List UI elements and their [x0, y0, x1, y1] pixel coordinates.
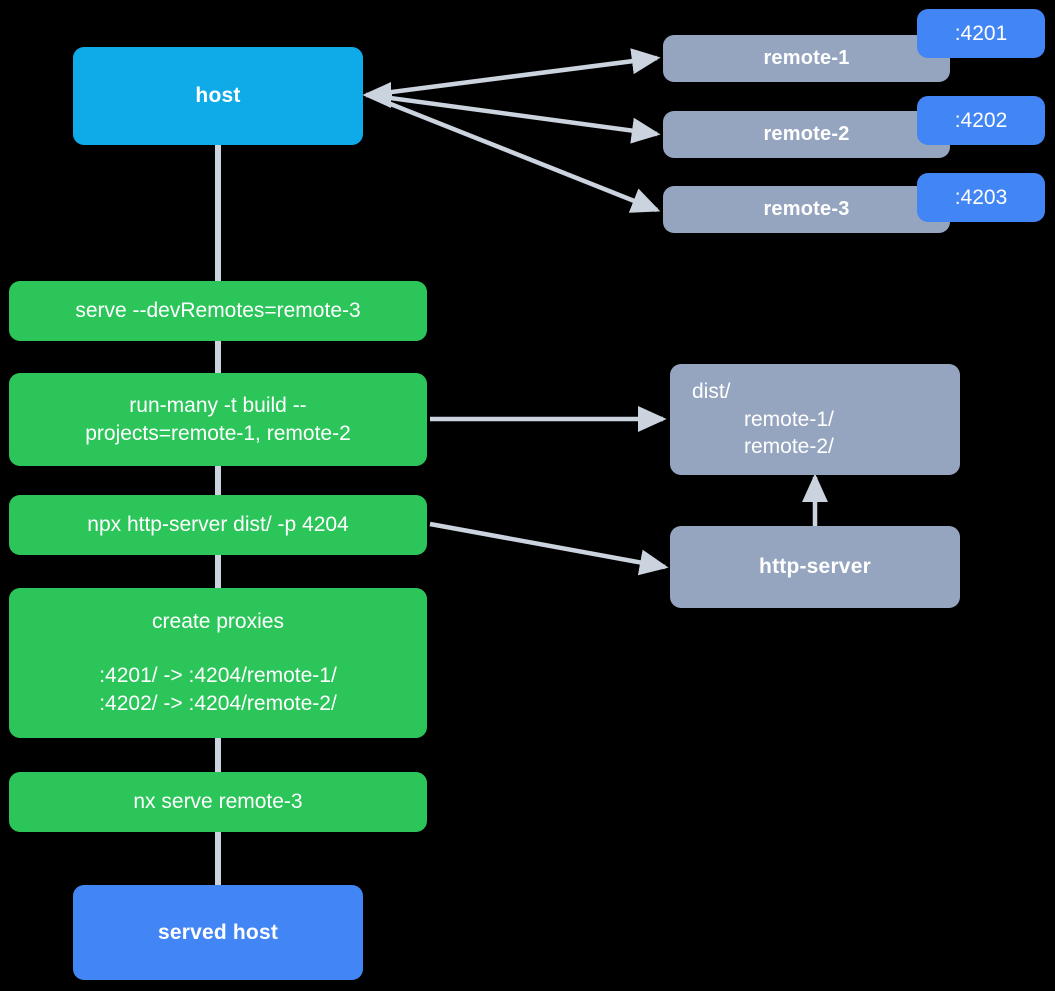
node-remote-1[interactable]: remote-1: [663, 35, 950, 82]
node-npx-http-server-label: npx http-server dist/ -p 4204: [87, 513, 349, 537]
node-run-many-line2: projects=remote-1, remote-2: [85, 421, 351, 445]
node-dist-line-2: remote-1/: [744, 407, 834, 431]
node-remote-2-label: remote-2: [763, 123, 850, 146]
node-run-many[interactable]: run-many -t build -- projects=remote-1, …: [9, 373, 427, 466]
node-create-proxies-mapping-1: :4201/ -> :4204/remote-1/: [99, 664, 337, 688]
node-run-many-line1: run-many -t build --: [129, 393, 307, 417]
node-served-host[interactable]: served host: [73, 885, 363, 980]
port-badge-remote-1-label: :4201: [954, 21, 1008, 45]
node-create-proxies-title: create proxies: [152, 610, 284, 634]
node-dist-line-3: remote-2/: [744, 435, 834, 459]
node-create-proxies[interactable]: create proxies :4201/ -> :4204/remote-1/…: [9, 588, 427, 738]
edge-host-to-remotes: [362, 48, 661, 213]
port-badge-remote-2-label: :4202: [954, 108, 1008, 132]
node-dist-line-1: dist/: [692, 379, 731, 403]
node-npx-http-server[interactable]: npx http-server dist/ -p 4204: [9, 495, 427, 555]
node-remote-1-label: remote-1: [763, 47, 850, 70]
node-nx-serve-remote-3-label: nx serve remote-3: [133, 790, 303, 814]
node-dist-folder[interactable]: dist/ remote-1/ remote-2/: [670, 364, 960, 475]
port-badge-remote-2: :4202: [917, 96, 1045, 145]
node-serve-devremotes-label: serve --devRemotes=remote-3: [75, 299, 361, 323]
node-serve-devremotes[interactable]: serve --devRemotes=remote-3: [9, 281, 427, 341]
node-host[interactable]: host: [73, 47, 363, 145]
node-served-host-label: served host: [157, 920, 279, 944]
node-host-label: host: [195, 84, 241, 108]
node-remote-3-label: remote-3: [763, 198, 850, 221]
port-badge-remote-1: :4201: [917, 9, 1045, 58]
node-http-server[interactable]: http-server: [670, 526, 960, 608]
port-badge-remote-3: :4203: [917, 173, 1045, 222]
node-nx-serve-remote-3[interactable]: nx serve remote-3: [9, 772, 427, 832]
node-remote-3[interactable]: remote-3: [663, 186, 950, 233]
node-create-proxies-mapping-2: :4202/ -> :4204/remote-2/: [99, 691, 337, 715]
node-remote-2[interactable]: remote-2: [663, 111, 950, 158]
node-http-server-label: http-server: [759, 555, 871, 579]
edge-npx-to-httpserver: [429, 521, 669, 576]
port-badge-remote-3-label: :4203: [954, 185, 1008, 209]
